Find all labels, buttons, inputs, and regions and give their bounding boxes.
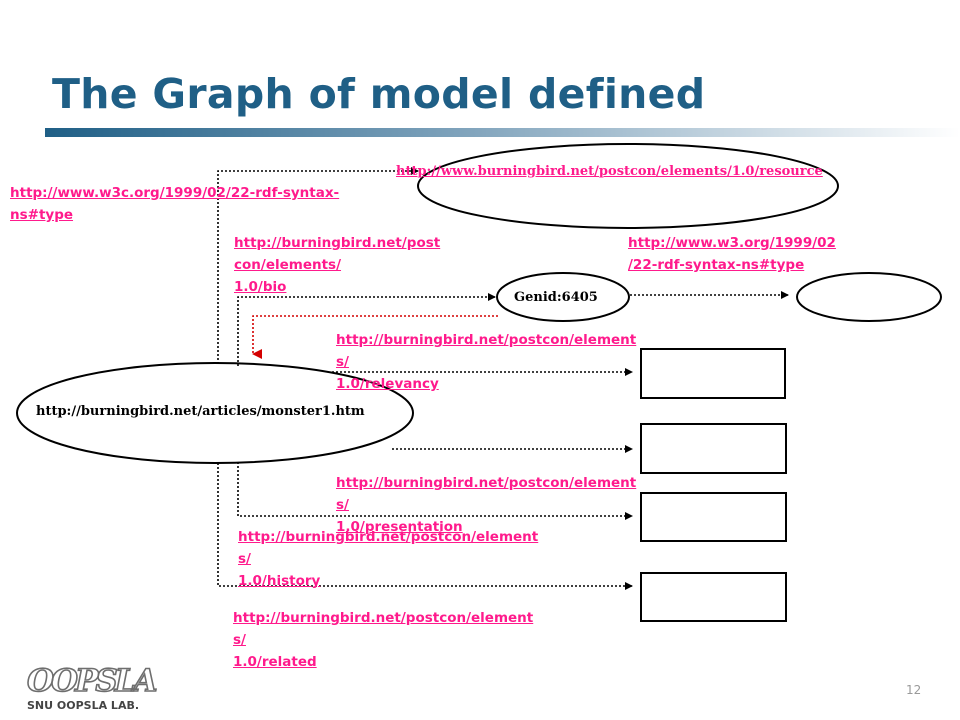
presentation-literal-box	[640, 423, 787, 474]
history-link[interactable]: http://burningbird.net/postcon/element s…	[238, 529, 539, 589]
type-target-node	[796, 272, 942, 322]
edge-genid-back	[252, 315, 498, 359]
relevancy-link[interactable]: http://burningbird.net/postcon/element s…	[336, 332, 637, 392]
genid-node	[496, 272, 630, 322]
genid-type-link[interactable]: http://www.w3.org/1999/02 /22-rdf-syntax…	[628, 235, 836, 273]
main-resource-label: http://burningbird.net/articles/monster1…	[36, 404, 365, 419]
main-resource-node	[16, 362, 414, 464]
edge-to-resource-url	[217, 167, 419, 364]
resource-url-node	[417, 143, 839, 229]
logo-caption: SNU OOPSLA LAB.	[27, 699, 139, 712]
relevancy-literal-box	[640, 348, 786, 399]
rdf-type-link[interactable]: http://www.w3c.org/1999/02/22-rdf-syntax…	[10, 185, 340, 223]
page-number: 12	[906, 683, 922, 697]
presentation-link[interactable]: http://burningbird.net/postcon/element s…	[336, 475, 637, 535]
related-link[interactable]: http://burningbird.net/postcon/element s…	[233, 610, 534, 670]
genid-label: Genid:6405	[514, 290, 598, 305]
logo-mark: OOPSLA	[27, 663, 157, 699]
history-literal-box	[640, 492, 787, 542]
resource-url-link[interactable]: http://www.burningbird.net/postcon/eleme…	[396, 164, 823, 179]
edge-history	[237, 462, 633, 520]
bio-link[interactable]: http://burningbird.net/post con/elements…	[234, 235, 441, 295]
edge-bio	[237, 293, 496, 366]
oopsla-logo: OOPSLA SNU OOPSLA LAB.	[26, 662, 160, 712]
title-underline	[45, 128, 960, 137]
related-literal-box	[640, 572, 787, 622]
slide-title: The Graph of model defined	[52, 70, 706, 118]
edge-related	[217, 463, 633, 590]
